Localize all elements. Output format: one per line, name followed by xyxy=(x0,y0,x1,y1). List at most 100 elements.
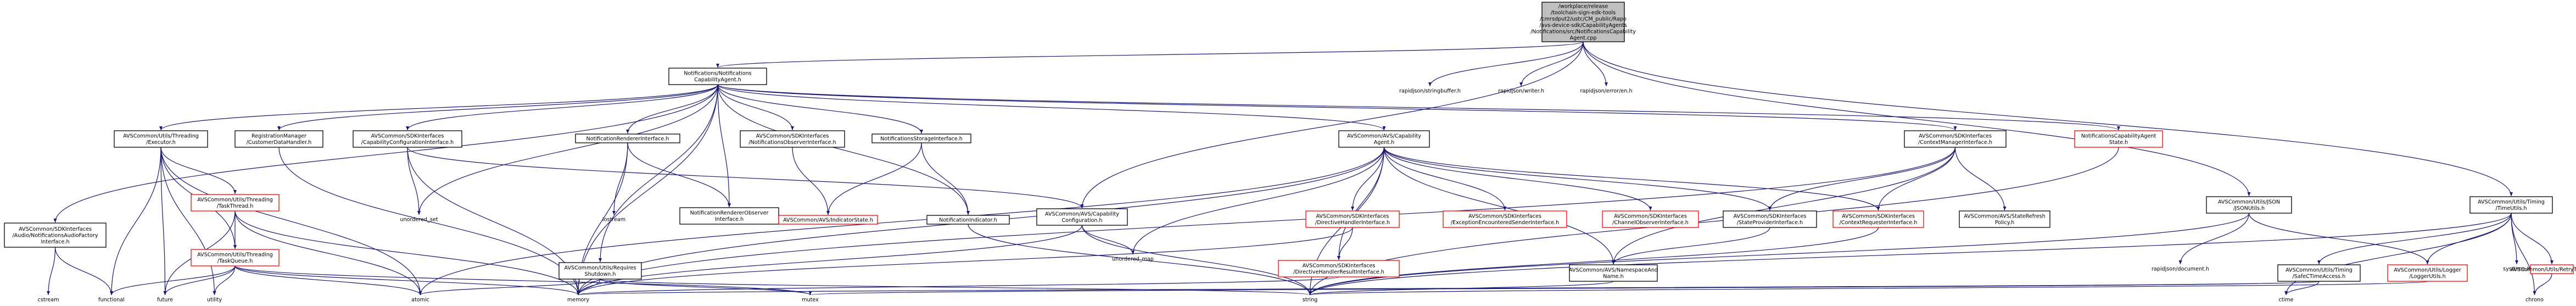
node-box xyxy=(1338,130,1430,148)
node-cap_agent_h[interactable]: AVSCommon/AVS/CapabilityAgent.h xyxy=(1338,130,1430,148)
node-cap_config[interactable]: AVSCommon/AVS/CapabilityConfiguration.h xyxy=(1036,208,1128,226)
node-indicator_state[interactable]: AVSCommon/AVS/IndicatorState.h xyxy=(778,215,878,225)
node-state_prov_if[interactable]: AVSCommon/SDKInterfaces/StateProviderInt… xyxy=(1723,210,1817,228)
node-notif_obs_if[interactable]: AVSCommon/SDKInterfaces/NotificationsObs… xyxy=(740,130,845,148)
node-label-line: Shutdown.h xyxy=(584,271,616,277)
edge-ctx_mgr_if-to-ctx_req_if xyxy=(1876,147,1956,211)
node-dir_handler_if[interactable]: AVSCommon/SDKInterfaces/DirectiveHandler… xyxy=(1305,210,1400,228)
node-label-line: unordered_set xyxy=(400,216,438,222)
edge-nca_h-to-notif_obs_if xyxy=(717,84,794,131)
edge-cap_cfg_if-to-unord_set xyxy=(407,147,421,215)
node-label-line: memory xyxy=(567,297,589,303)
node-label-line: /JSONUtils.h xyxy=(2233,205,2265,212)
dependency-nodes: /workplace/release/toolchain-sign-edk-to… xyxy=(4,2,2576,303)
node-label-line: /workplace/release xyxy=(1558,4,1608,10)
node-label-line: /Audio/NotificationsAudioFactory xyxy=(12,232,98,238)
node-unord_map: unordered_map xyxy=(1112,256,1154,262)
node-logger_utils[interactable]: AVSCommon/Utils/Logger/LoggerUtils.h xyxy=(2387,264,2468,282)
node-functional: functional xyxy=(98,297,125,303)
node-task_queue[interactable]: AVSCommon/Utils/Threading/TaskQueue.h xyxy=(191,249,280,266)
edge-dir_handler_res-to-memory xyxy=(577,276,1339,296)
node-reg_mgr[interactable]: RegistrationManager/CustomerDataHandler.… xyxy=(234,130,323,148)
edge-nca_h-to-notif_indicator xyxy=(717,84,970,215)
node-label-line: AVSCommon/Utils/Threading xyxy=(197,252,273,258)
node-dir_handler_res[interactable]: AVSCommon/SDKInterfaces/DirectiveHandler… xyxy=(1278,260,1400,277)
node-rj_wr: rapidjson/writer.h xyxy=(1498,88,1544,94)
node-ctx_req_if[interactable]: AVSCommon/SDKInterfaces/ContextRequester… xyxy=(1832,210,1924,228)
node-label-line: AVSCommon/Utils/Requires xyxy=(565,265,636,271)
node-box xyxy=(1443,210,1567,228)
node-label-line: rapidjson/error/en.h xyxy=(1580,88,1632,94)
node-box xyxy=(558,262,642,280)
edge-thr_exec-to-atomic xyxy=(160,147,422,296)
node-label-line: AVSCommon/Utils/JSON xyxy=(2218,199,2280,205)
node-audio_fac[interactable]: AVSCommon/SDKInterfaces/Audio/Notificati… xyxy=(4,222,107,248)
node-label-line: /StateProviderInterface.h xyxy=(1737,220,1803,226)
node-retry_timer[interactable]: AVSCommon/Utils/RetryTimer.h xyxy=(2511,264,2576,274)
node-label-line: State.h xyxy=(2109,140,2128,146)
node-nca_h[interactable]: Notifications/NotificationsCapabilityAge… xyxy=(668,68,767,85)
node-notif_indicator[interactable]: NotificationIndicator.h xyxy=(926,215,1010,225)
edge-req_shutdown-to-string xyxy=(600,279,1311,296)
node-notif_store_if[interactable]: NotificationsStorageInterface.h xyxy=(871,133,971,143)
node-label-line: AVSCommon/SDKInterfaces xyxy=(1614,214,1687,220)
node-box xyxy=(191,194,280,212)
node-label-line: /cmrsdput2/ustc/CM_public/Rapo xyxy=(1540,16,1627,23)
node-label-line: AVSCommon/Utils/RetryTimer.h xyxy=(2511,266,2576,272)
node-safe_ctime[interactable]: AVSCommon/Utils/Timing/SafeCTimeAccess.h xyxy=(2277,264,2361,282)
edge-notif_obs_if-to-indicator_state xyxy=(792,147,830,215)
node-box xyxy=(1602,210,1699,228)
node-label-line: chrono xyxy=(2525,297,2544,303)
node-root[interactable]: /workplace/release/toolchain-sign-edk-to… xyxy=(1530,2,1636,42)
node-label-line: /ContextManagerInterface.h xyxy=(1918,140,1992,146)
edge-nca_h-to-memory xyxy=(577,84,718,296)
node-box xyxy=(1904,130,2007,148)
node-box xyxy=(1036,208,1128,226)
edge-cap_agent_h-to-unord_map xyxy=(1131,147,1385,255)
node-box xyxy=(1278,260,1400,277)
edge-nca_h-to-notif_rend_if xyxy=(626,84,718,134)
node-label-line: Interface.h xyxy=(715,216,744,222)
node-task_thread[interactable]: AVSCommon/Utils/Threading/TaskThread.h xyxy=(191,194,280,212)
node-box xyxy=(2277,264,2361,282)
node-label-line: functional xyxy=(98,297,125,303)
node-notif_rend_if[interactable]: NotificationRendererInterface.h xyxy=(575,133,680,143)
node-label-line: /ChannelObserverInterface.h xyxy=(1612,220,1689,226)
edge-nca_h-to-audio_fac xyxy=(53,84,718,223)
node-label-line: rapidjson/stringbuffer.h xyxy=(1399,88,1461,94)
edge-nca_h-to-ctx_mgr_if xyxy=(717,84,1957,131)
node-time_utils[interactable]: AVSCommon/Utils/Timing/TimeUtils.h xyxy=(2469,196,2553,214)
node-future: future xyxy=(157,297,173,303)
edge-cap_agent_h-to-chan_obs_if xyxy=(1383,147,1652,211)
edge-cap_config-to-string xyxy=(1081,225,1312,296)
node-label-line: NotificationRendererObserver xyxy=(690,210,769,216)
node-chrono: chrono xyxy=(2525,297,2544,303)
node-exc_enc_sender[interactable]: AVSCommon/SDKInterfaces/ExceptionEncount… xyxy=(1443,210,1567,228)
edge-thr_exec-to-functional xyxy=(110,147,161,296)
node-json_utils[interactable]: AVSCommon/Utils/JSON/JSONUtils.h xyxy=(2206,196,2292,214)
node-box xyxy=(1569,264,1658,282)
node-cap_cfg_if[interactable]: AVSCommon/SDKInterfaces/CapabilityConfig… xyxy=(353,130,462,148)
node-label-line: AVSCommon/AVS/Capability xyxy=(1347,133,1421,140)
node-label-line: AVSCommon/Utils/Threading xyxy=(197,197,273,203)
edge-req_shutdown-to-atomic xyxy=(418,279,601,296)
edge-nca_h-to-unord_set xyxy=(417,84,718,215)
node-label-line: AVSCommon/SDKInterfaces xyxy=(1316,214,1389,220)
edge-cap_agent_h-to-atomic xyxy=(418,147,1385,296)
node-label-line: /DirectiveHandlerResultInterface.h xyxy=(1293,269,1384,275)
edge-cap_agent_h-to-dir_handler_if xyxy=(1351,147,1385,211)
edge-root-to-time_utils xyxy=(1583,41,2513,197)
node-chan_obs_if[interactable]: AVSCommon/SDKInterfaces/ChannelObserverI… xyxy=(1602,210,1699,228)
edge-nca_h-to-cap_agent_h xyxy=(717,84,1386,131)
node-thr_exec[interactable]: AVSCommon/Utils/Threading/Executor.h xyxy=(114,130,208,148)
node-label-line: /toolchain-sign-edk-tools xyxy=(1551,10,1616,16)
node-ctx_mgr_if[interactable]: AVSCommon/SDKInterfaces/ContextManagerIn… xyxy=(1904,130,2007,148)
node-label-line: Notifications/Notifications xyxy=(684,71,751,77)
node-label-line: /SafeCTimeAccess.h xyxy=(2293,274,2346,280)
edge-cap_agent_h-to-exc_enc_sender xyxy=(1383,147,1507,211)
